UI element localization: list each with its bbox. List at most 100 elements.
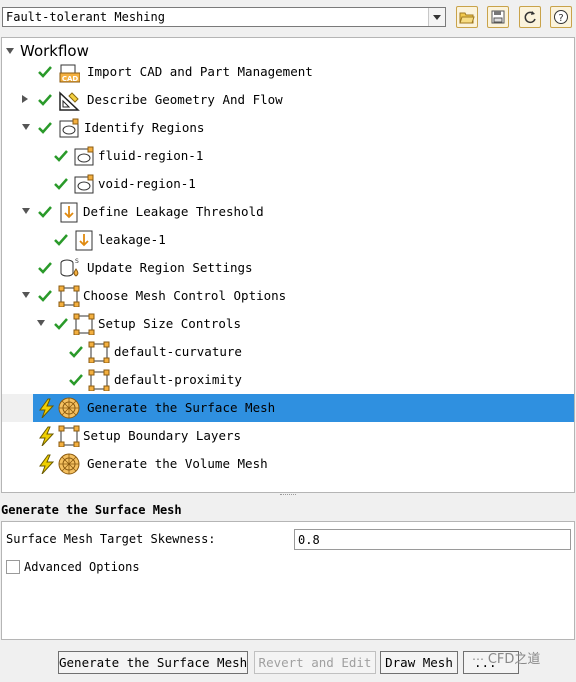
tree-item-label: Define Leakage Threshold (83, 204, 264, 219)
tree-item-label: leakage-1 (98, 232, 166, 247)
leakage-icon (75, 230, 93, 251)
region-icon (74, 146, 94, 166)
tree-item-leakage-1[interactable]: leakage-1 (2, 226, 574, 254)
check-icon (69, 374, 83, 386)
draw-mesh-button[interactable]: Draw Mesh (380, 651, 458, 674)
tree-item-update-region-settings[interactable]: S Update Region Settings (2, 254, 574, 282)
workflow-tree-panel: Workflow CAD Import CAD and Part Managem… (1, 37, 575, 493)
tree-item-default-curvature[interactable]: default-curvature (2, 338, 574, 366)
check-icon (38, 206, 52, 218)
refresh-icon (524, 11, 536, 24)
more-button[interactable]: ... (463, 651, 519, 674)
wechat-icon: ⋯ (472, 652, 488, 666)
skewness-input[interactable]: 0.8 (294, 529, 571, 550)
workflow-header-label: Workflow (20, 42, 89, 60)
check-icon (69, 346, 83, 358)
check-icon (38, 94, 52, 106)
save-button[interactable] (487, 6, 509, 28)
lightning-icon (39, 398, 55, 418)
leakage-icon (60, 202, 78, 223)
tree-item-label: default-proximity (114, 372, 242, 387)
workflow-select[interactable]: Fault-tolerant Meshing (2, 7, 446, 27)
skewness-label: Surface Mesh Target Skewness: (6, 532, 216, 546)
tree-item-label: Describe Geometry And Flow (87, 92, 283, 107)
region-settings-icon: S (60, 258, 79, 277)
tree-item-setup-boundary-layers[interactable]: Setup Boundary Layers (2, 422, 574, 450)
tree-item-label: fluid-region-1 (98, 148, 204, 163)
check-icon (54, 178, 68, 190)
check-icon (54, 318, 68, 330)
tree-item-label: Generate the Volume Mesh (87, 456, 268, 471)
mesh-control-icon (58, 425, 80, 447)
more-button-label: ... (474, 655, 497, 670)
tree-item-default-proximity[interactable]: default-proximity (2, 366, 574, 394)
collapse-icon[interactable] (22, 124, 30, 130)
help-icon: ? (554, 10, 568, 24)
tree-item-import-cad[interactable]: CAD Import CAD and Part Management (2, 58, 574, 86)
check-icon (38, 66, 52, 78)
check-icon (38, 122, 52, 134)
region-icon (59, 118, 79, 138)
tree-item-label: Update Region Settings (87, 260, 253, 275)
collapse-icon[interactable] (22, 208, 30, 214)
tree-item-choose-mesh-control[interactable]: Choose Mesh Control Options (2, 282, 574, 310)
advanced-options-label: Advanced Options (24, 560, 140, 574)
workflow-select-value: Fault-tolerant Meshing (6, 10, 165, 24)
tree-item-void-region-1[interactable]: void-region-1 (2, 170, 574, 198)
collapse-icon[interactable] (37, 320, 45, 326)
svg-text:?: ? (558, 13, 563, 24)
help-button[interactable]: ? (550, 6, 572, 28)
advanced-options-checkbox[interactable] (6, 560, 20, 574)
tree-item-generate-surface-mesh[interactable]: Generate the Surface Mesh (33, 394, 574, 422)
tree-item-fluid-region-1[interactable]: fluid-region-1 (2, 142, 574, 170)
splitter-handle[interactable] (280, 494, 296, 497)
tree-item-label: default-curvature (114, 344, 242, 359)
check-icon (54, 150, 68, 162)
surface-mesh-icon (58, 453, 80, 475)
geometry-icon (59, 91, 80, 111)
task-form: Surface Mesh Target Skewness: 0.8 Advanc… (1, 521, 575, 640)
selection-gutter (2, 394, 33, 422)
tree-item-label: void-region-1 (98, 176, 196, 191)
revert-and-edit-button[interactable]: Revert and Edit (254, 651, 376, 674)
mesh-control-icon (58, 285, 80, 307)
cad-import-icon: CAD (59, 64, 80, 83)
top-toolbar: Fault-tolerant Meshing ? (0, 0, 576, 36)
svg-text:CAD: CAD (62, 75, 79, 83)
region-icon (74, 174, 94, 194)
tree-item-label: Setup Size Controls (98, 316, 241, 331)
tree-item-describe-geometry[interactable]: Describe Geometry And Flow (2, 86, 574, 114)
refresh-button[interactable] (519, 6, 541, 28)
skewness-value: 0.8 (298, 533, 320, 547)
watermark-text: CFD之道 (487, 652, 541, 667)
mesh-control-icon (88, 341, 110, 363)
expand-icon[interactable] (22, 95, 28, 103)
tree-item-define-leakage[interactable]: Define Leakage Threshold (2, 198, 574, 226)
task-title: Generate the Surface Mesh (1, 503, 182, 517)
open-folder-icon (459, 12, 475, 24)
workflow-header[interactable]: Workflow (6, 42, 89, 60)
generate-surface-mesh-button[interactable]: Generate the Surface Mesh (58, 651, 248, 674)
chevron-down-icon[interactable] (428, 8, 445, 26)
tree-item-identify-regions[interactable]: Identify Regions (2, 114, 574, 142)
tree-item-label: Identify Regions (84, 120, 205, 135)
svg-text:S: S (75, 258, 79, 265)
tree-item-setup-size-controls[interactable]: Setup Size Controls (2, 310, 574, 338)
tree-item-label: Import CAD and Part Management (87, 64, 313, 79)
check-icon (54, 234, 68, 246)
mesh-control-icon (73, 313, 95, 335)
save-icon (491, 10, 505, 24)
lightning-icon (39, 454, 55, 474)
tree-item-label: Setup Boundary Layers (83, 428, 242, 443)
collapse-icon[interactable] (22, 292, 30, 298)
tree-item-label: Choose Mesh Control Options (83, 288, 287, 303)
watermark: ⋯ CFD之道 (472, 648, 540, 667)
collapse-icon[interactable] (6, 48, 14, 54)
tree-item-label: Generate the Surface Mesh (87, 400, 276, 415)
tree-item-generate-volume-mesh[interactable]: Generate the Volume Mesh (2, 450, 574, 478)
open-button[interactable] (456, 6, 478, 28)
surface-mesh-icon (58, 397, 80, 419)
check-icon (38, 262, 52, 274)
mesh-control-icon (88, 369, 110, 391)
lightning-icon (39, 426, 55, 446)
